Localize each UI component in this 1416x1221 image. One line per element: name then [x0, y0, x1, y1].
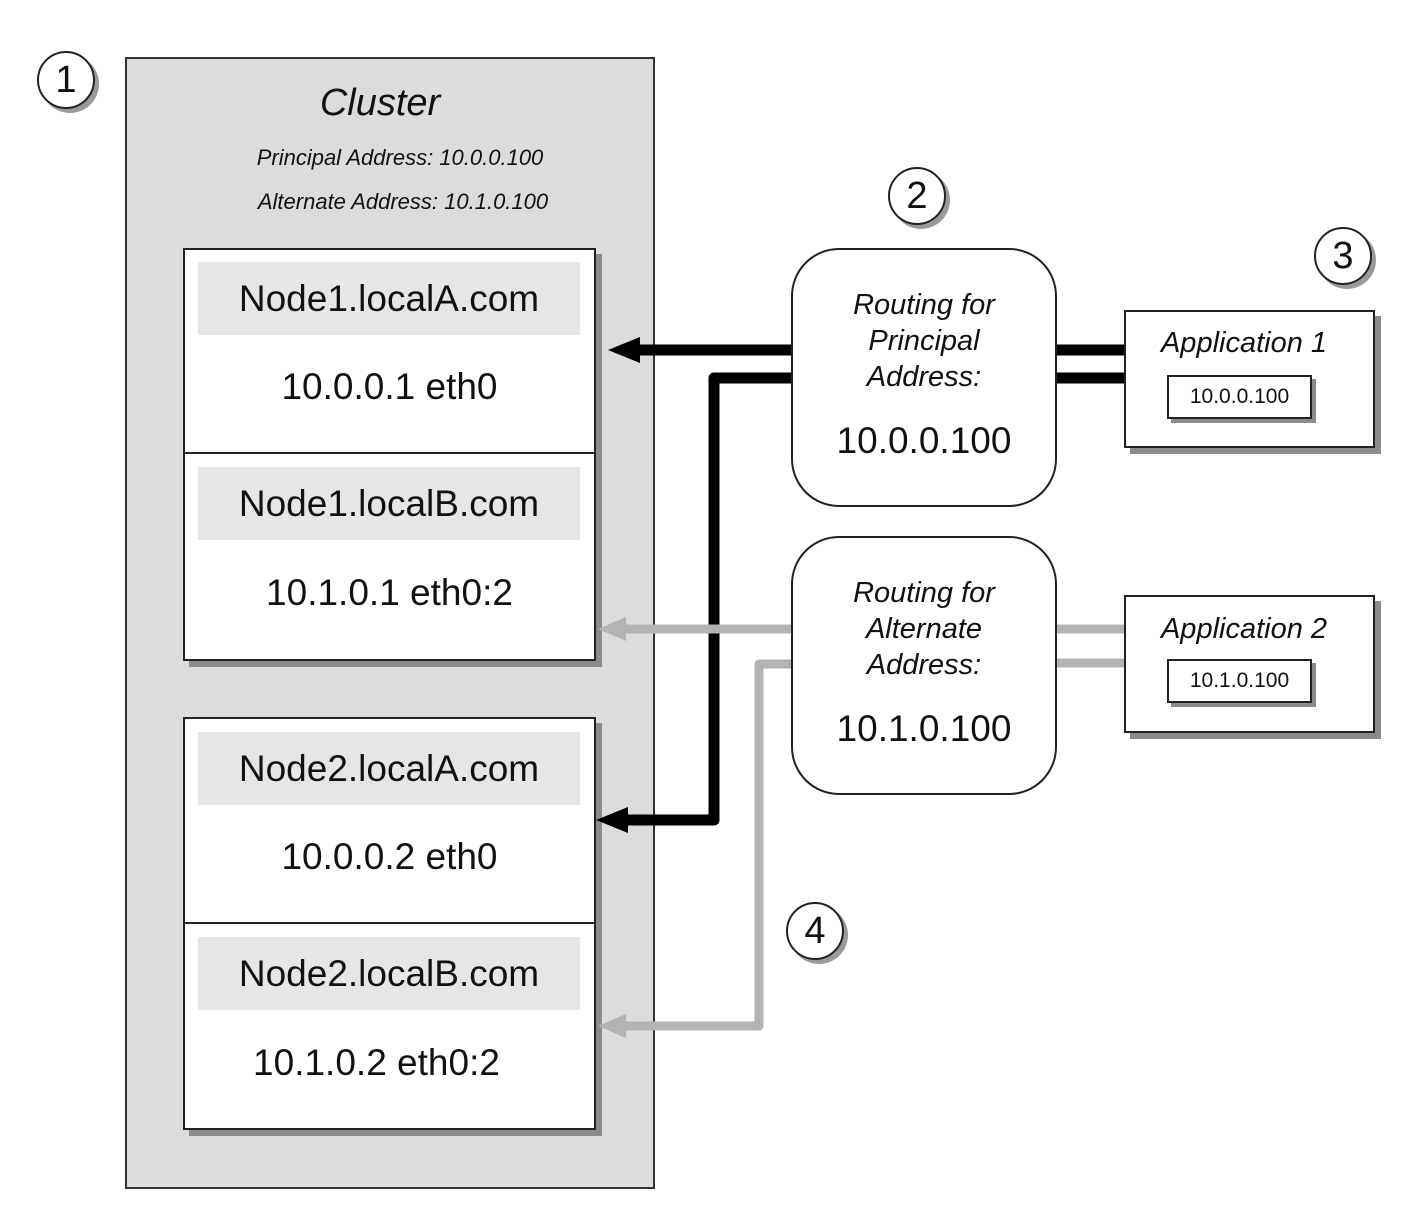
- node2-divider: [183, 922, 596, 924]
- node2-localB-host: Node2.localB.com: [198, 937, 580, 1010]
- routing-alternate-label: Routing for Alternate Address:: [853, 577, 995, 681]
- principal-route-lines: [624, 344, 1124, 826]
- node2-localA-host: Node2.localA.com: [198, 732, 580, 805]
- cluster-alternate-address: Alternate Address: 10.1.0.100: [257, 189, 549, 214]
- callout-2: 2: [888, 167, 946, 225]
- routing-principal-box: [791, 248, 1057, 507]
- routing-alternate-box: [791, 536, 1057, 795]
- routing-principal-label: Routing for Principal Address:: [853, 289, 995, 393]
- routing-alternate-value: 10.1.0.100: [836, 708, 1012, 749]
- callout-4: 4: [786, 902, 844, 960]
- node1-localB-host: Node1.localB.com: [198, 467, 580, 540]
- application-1-ip: 10.0.0.100: [1167, 375, 1312, 419]
- alternate-to-node2-line: [626, 659, 792, 1031]
- application-1-label: Application 1: [1160, 327, 1328, 359]
- arrow-to-node2-localB: [598, 1014, 626, 1038]
- cluster-principal-address: Principal Address: 10.0.0.100: [256, 145, 544, 170]
- node1-localA-ip: 10.0.0.1 eth0: [281, 366, 498, 407]
- callout-1: 1: [37, 51, 95, 109]
- node2-localB-ip: 10.1.0.2 eth0:2: [253, 1042, 500, 1083]
- routing-principal-value: 10.0.0.100: [836, 420, 1012, 461]
- callout-3: 3: [1314, 227, 1372, 285]
- principal-to-node2-line: [624, 372, 792, 826]
- node2-localA-ip: 10.0.0.2 eth0: [281, 836, 498, 877]
- arrow-to-node2-localA: [596, 807, 628, 833]
- node1-localB-ip: 10.1.0.1 eth0:2: [266, 572, 513, 613]
- cluster-title: Cluster: [319, 82, 441, 124]
- application-2-ip: 10.1.0.100: [1167, 659, 1312, 703]
- application-2-label: Application 2: [1160, 613, 1328, 645]
- node1-localA-host: Node1.localA.com: [198, 262, 580, 335]
- arrow-to-node1-localB: [598, 617, 626, 641]
- node1-divider: [183, 452, 596, 454]
- alternate-route-lines: [626, 624, 1124, 1031]
- arrow-to-node1-localA: [608, 337, 640, 363]
